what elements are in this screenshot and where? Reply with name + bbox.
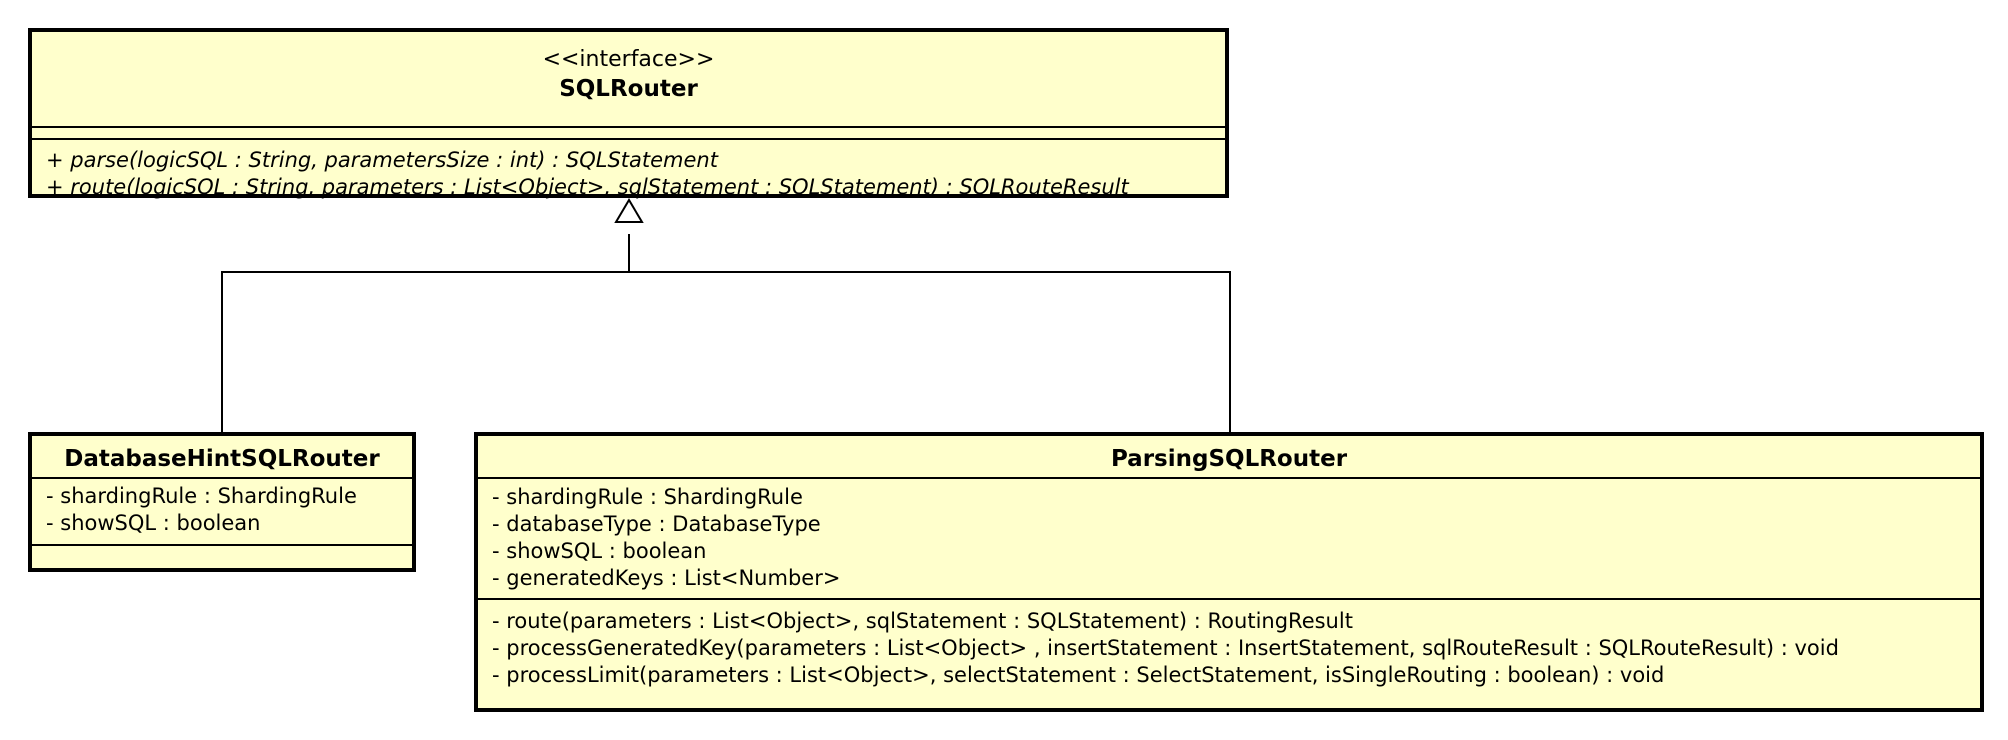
interface-stereotype: <<interface>>	[542, 47, 715, 72]
parsing-operation-process-limit: - processLimit(parameters : List<Object>…	[492, 663, 1665, 687]
sqlrouter-operations-compartment: + parse(logicSQL : String, parametersSiz…	[32, 138, 1225, 201]
generalization-arrowhead	[614, 198, 644, 223]
databasehint-class-name: DatabaseHintSQLRouter	[64, 446, 380, 472]
sqlrouter-operation-route: + route(logicSQL : String, parameters : …	[46, 175, 1129, 199]
parsing-header: ParsingSQLRouter	[478, 436, 1980, 477]
parsing-operation-route: - route(parameters : List<Object>, sqlSt…	[492, 609, 1353, 633]
sqlrouter-attributes-compartment	[32, 126, 1225, 138]
parsing-attribute-sharding-rule: - shardingRule : ShardingRule	[492, 485, 803, 509]
parsing-operations-compartment: - route(parameters : List<Object>, sqlSt…	[478, 598, 1980, 689]
inheritance-line-database-hint	[221, 234, 630, 434]
sqlrouter-operation-parse: + parse(logicSQL : String, parametersSiz…	[46, 148, 718, 172]
parsing-class-name: ParsingSQLRouter	[1110, 446, 1348, 472]
databasehintsqlrouter-class-box[interactable]: DatabaseHintSQLRouter - shardingRule : S…	[28, 432, 416, 572]
databasehint-header: DatabaseHintSQLRouter	[32, 436, 412, 477]
parsing-attribute-database-type: - databaseType : DatabaseType	[492, 512, 821, 536]
databasehint-operations-compartment	[32, 544, 412, 568]
parsing-attribute-show-sql: - showSQL : boolean	[492, 539, 707, 563]
databasehint-attribute-sharding-rule: - shardingRule : ShardingRule	[46, 484, 357, 508]
parsing-operation-process-generated-key: - processGeneratedKey(parameters : List<…	[492, 636, 1839, 660]
parsing-attributes-compartment: - shardingRule : ShardingRule - database…	[478, 477, 1980, 598]
sqlrouter-interface-box[interactable]: <<interface>> SQLRouter + parse(logicSQL…	[28, 28, 1229, 201]
parsing-attribute-generated-keys: - generatedKeys : List<Number>	[492, 566, 841, 590]
inheritance-line-parsing	[629, 271, 1231, 434]
databasehint-attribute-show-sql: - showSQL : boolean	[46, 511, 261, 535]
sqlrouter-header: <<interface>> SQLRouter	[32, 32, 1225, 126]
parsingsqlrouter-class-box[interactable]: ParsingSQLRouter - shardingRule : Shardi…	[474, 432, 1984, 712]
sqlrouter-class-name: SQLRouter	[559, 76, 698, 102]
databasehint-attributes-compartment: - shardingRule : ShardingRule - showSQL …	[32, 477, 412, 544]
